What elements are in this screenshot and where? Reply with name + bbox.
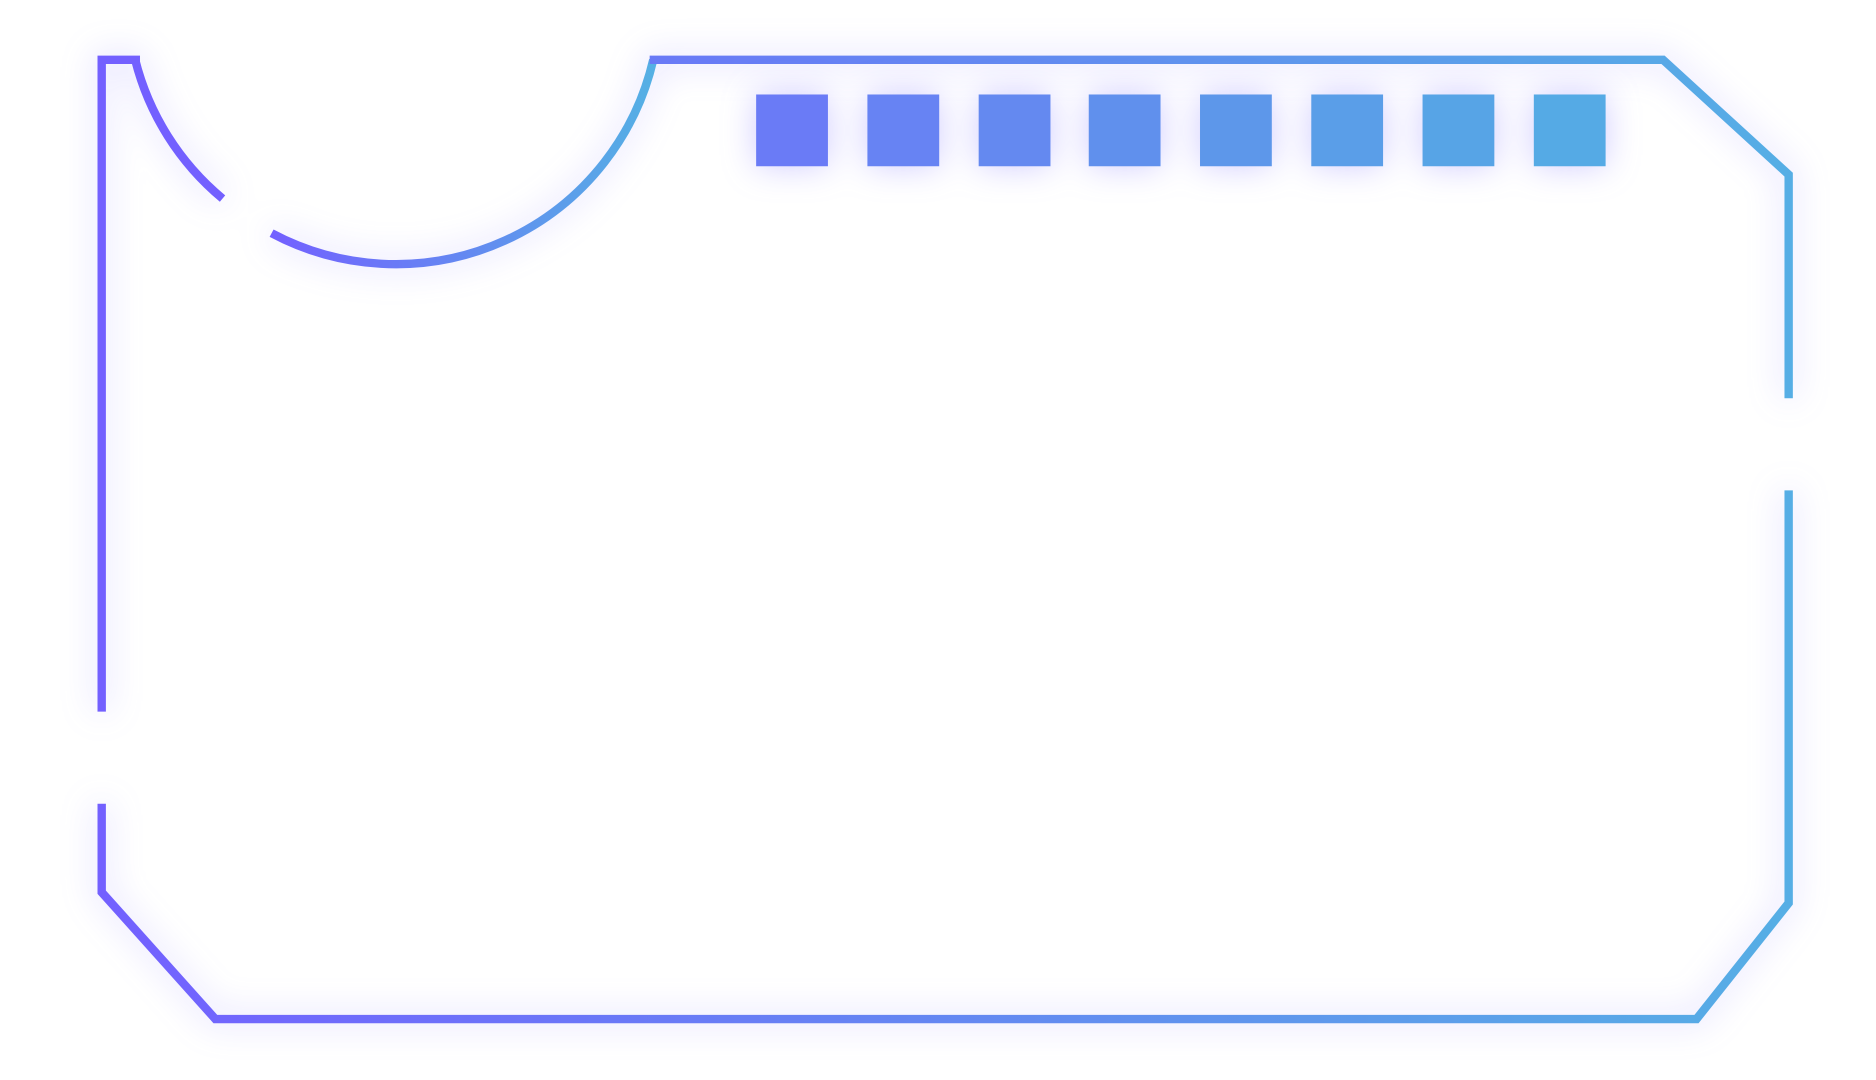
decorative-square	[867, 94, 940, 167]
decorative-square	[1200, 94, 1272, 167]
decorative-square	[978, 94, 1051, 167]
decorative-square	[756, 94, 828, 167]
frame-bottom-line	[97, 490, 1793, 1024]
decorative-square	[1088, 94, 1161, 167]
decorative-square	[1311, 94, 1384, 167]
frame-large-arc	[269, 58, 658, 269]
decorative-square	[1422, 94, 1495, 167]
frame-left-upper-line	[97, 55, 140, 712]
frame-small-arc	[131, 58, 226, 202]
left-connector	[47, 725, 150, 796]
frame-top-right-line	[649, 55, 1793, 399]
decorative-square	[1533, 94, 1606, 167]
right-connector	[1728, 402, 1832, 472]
decorative-squares	[756, 94, 1606, 167]
